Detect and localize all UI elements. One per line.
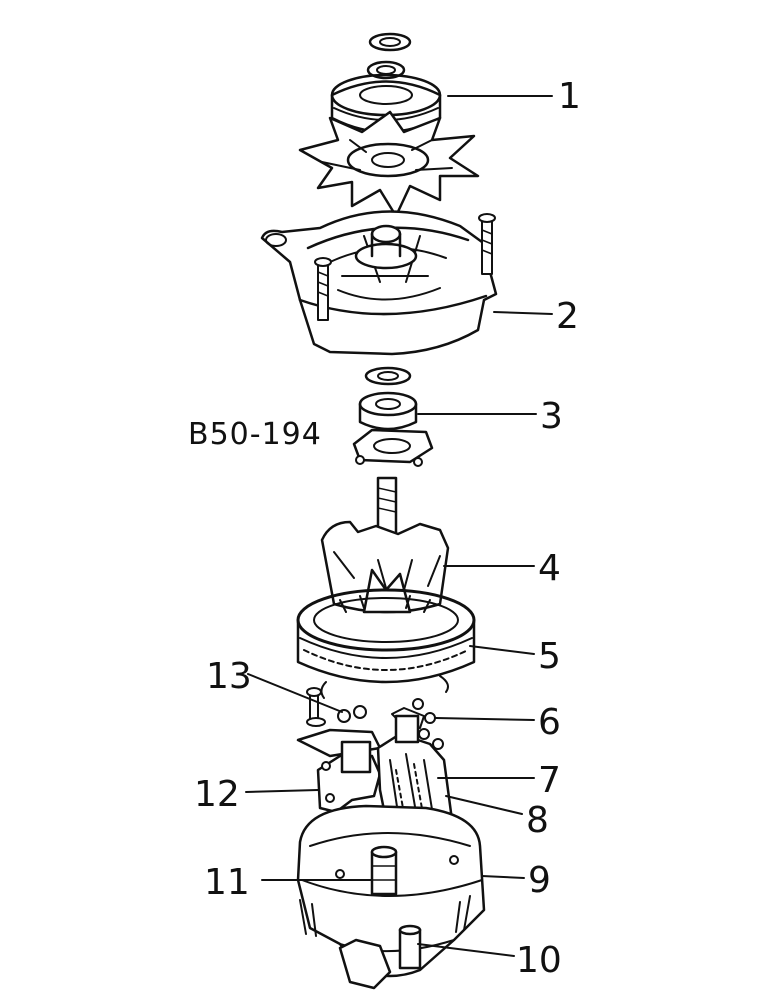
leader-13 bbox=[247, 673, 343, 713]
callout-10: 10 bbox=[516, 940, 562, 981]
callout-9: 9 bbox=[528, 860, 551, 901]
callout-13: 13 bbox=[206, 656, 252, 697]
brush-holder bbox=[316, 740, 382, 814]
callout-12: 12 bbox=[194, 774, 240, 815]
drive-end-frame bbox=[260, 210, 498, 356]
leader-12 bbox=[245, 789, 319, 793]
leader-10 bbox=[417, 943, 515, 957]
leader-8 bbox=[445, 795, 523, 815]
callout-11: 11 bbox=[204, 862, 250, 903]
leader-9 bbox=[481, 875, 525, 879]
callout-8: 8 bbox=[526, 800, 549, 841]
callout-5: 5 bbox=[538, 636, 561, 677]
leader-6 bbox=[435, 717, 535, 721]
callout-4: 4 bbox=[538, 548, 561, 589]
rotor bbox=[320, 476, 450, 642]
stator bbox=[296, 588, 476, 699]
callout-3: 3 bbox=[540, 396, 563, 437]
leader-5 bbox=[469, 645, 535, 655]
rear-end-frame bbox=[296, 804, 486, 990]
bearing-retainer bbox=[352, 366, 434, 467]
callout-7: 7 bbox=[538, 760, 561, 801]
pulley-fan-assembly bbox=[298, 32, 480, 218]
leader-2 bbox=[493, 311, 553, 315]
figure-code: B50-194 bbox=[188, 417, 322, 452]
callout-1: 1 bbox=[558, 76, 581, 117]
callout-2: 2 bbox=[556, 296, 579, 337]
callout-6: 6 bbox=[538, 702, 561, 743]
terminal-hardware bbox=[296, 687, 444, 758]
leader-lines bbox=[245, 95, 553, 957]
